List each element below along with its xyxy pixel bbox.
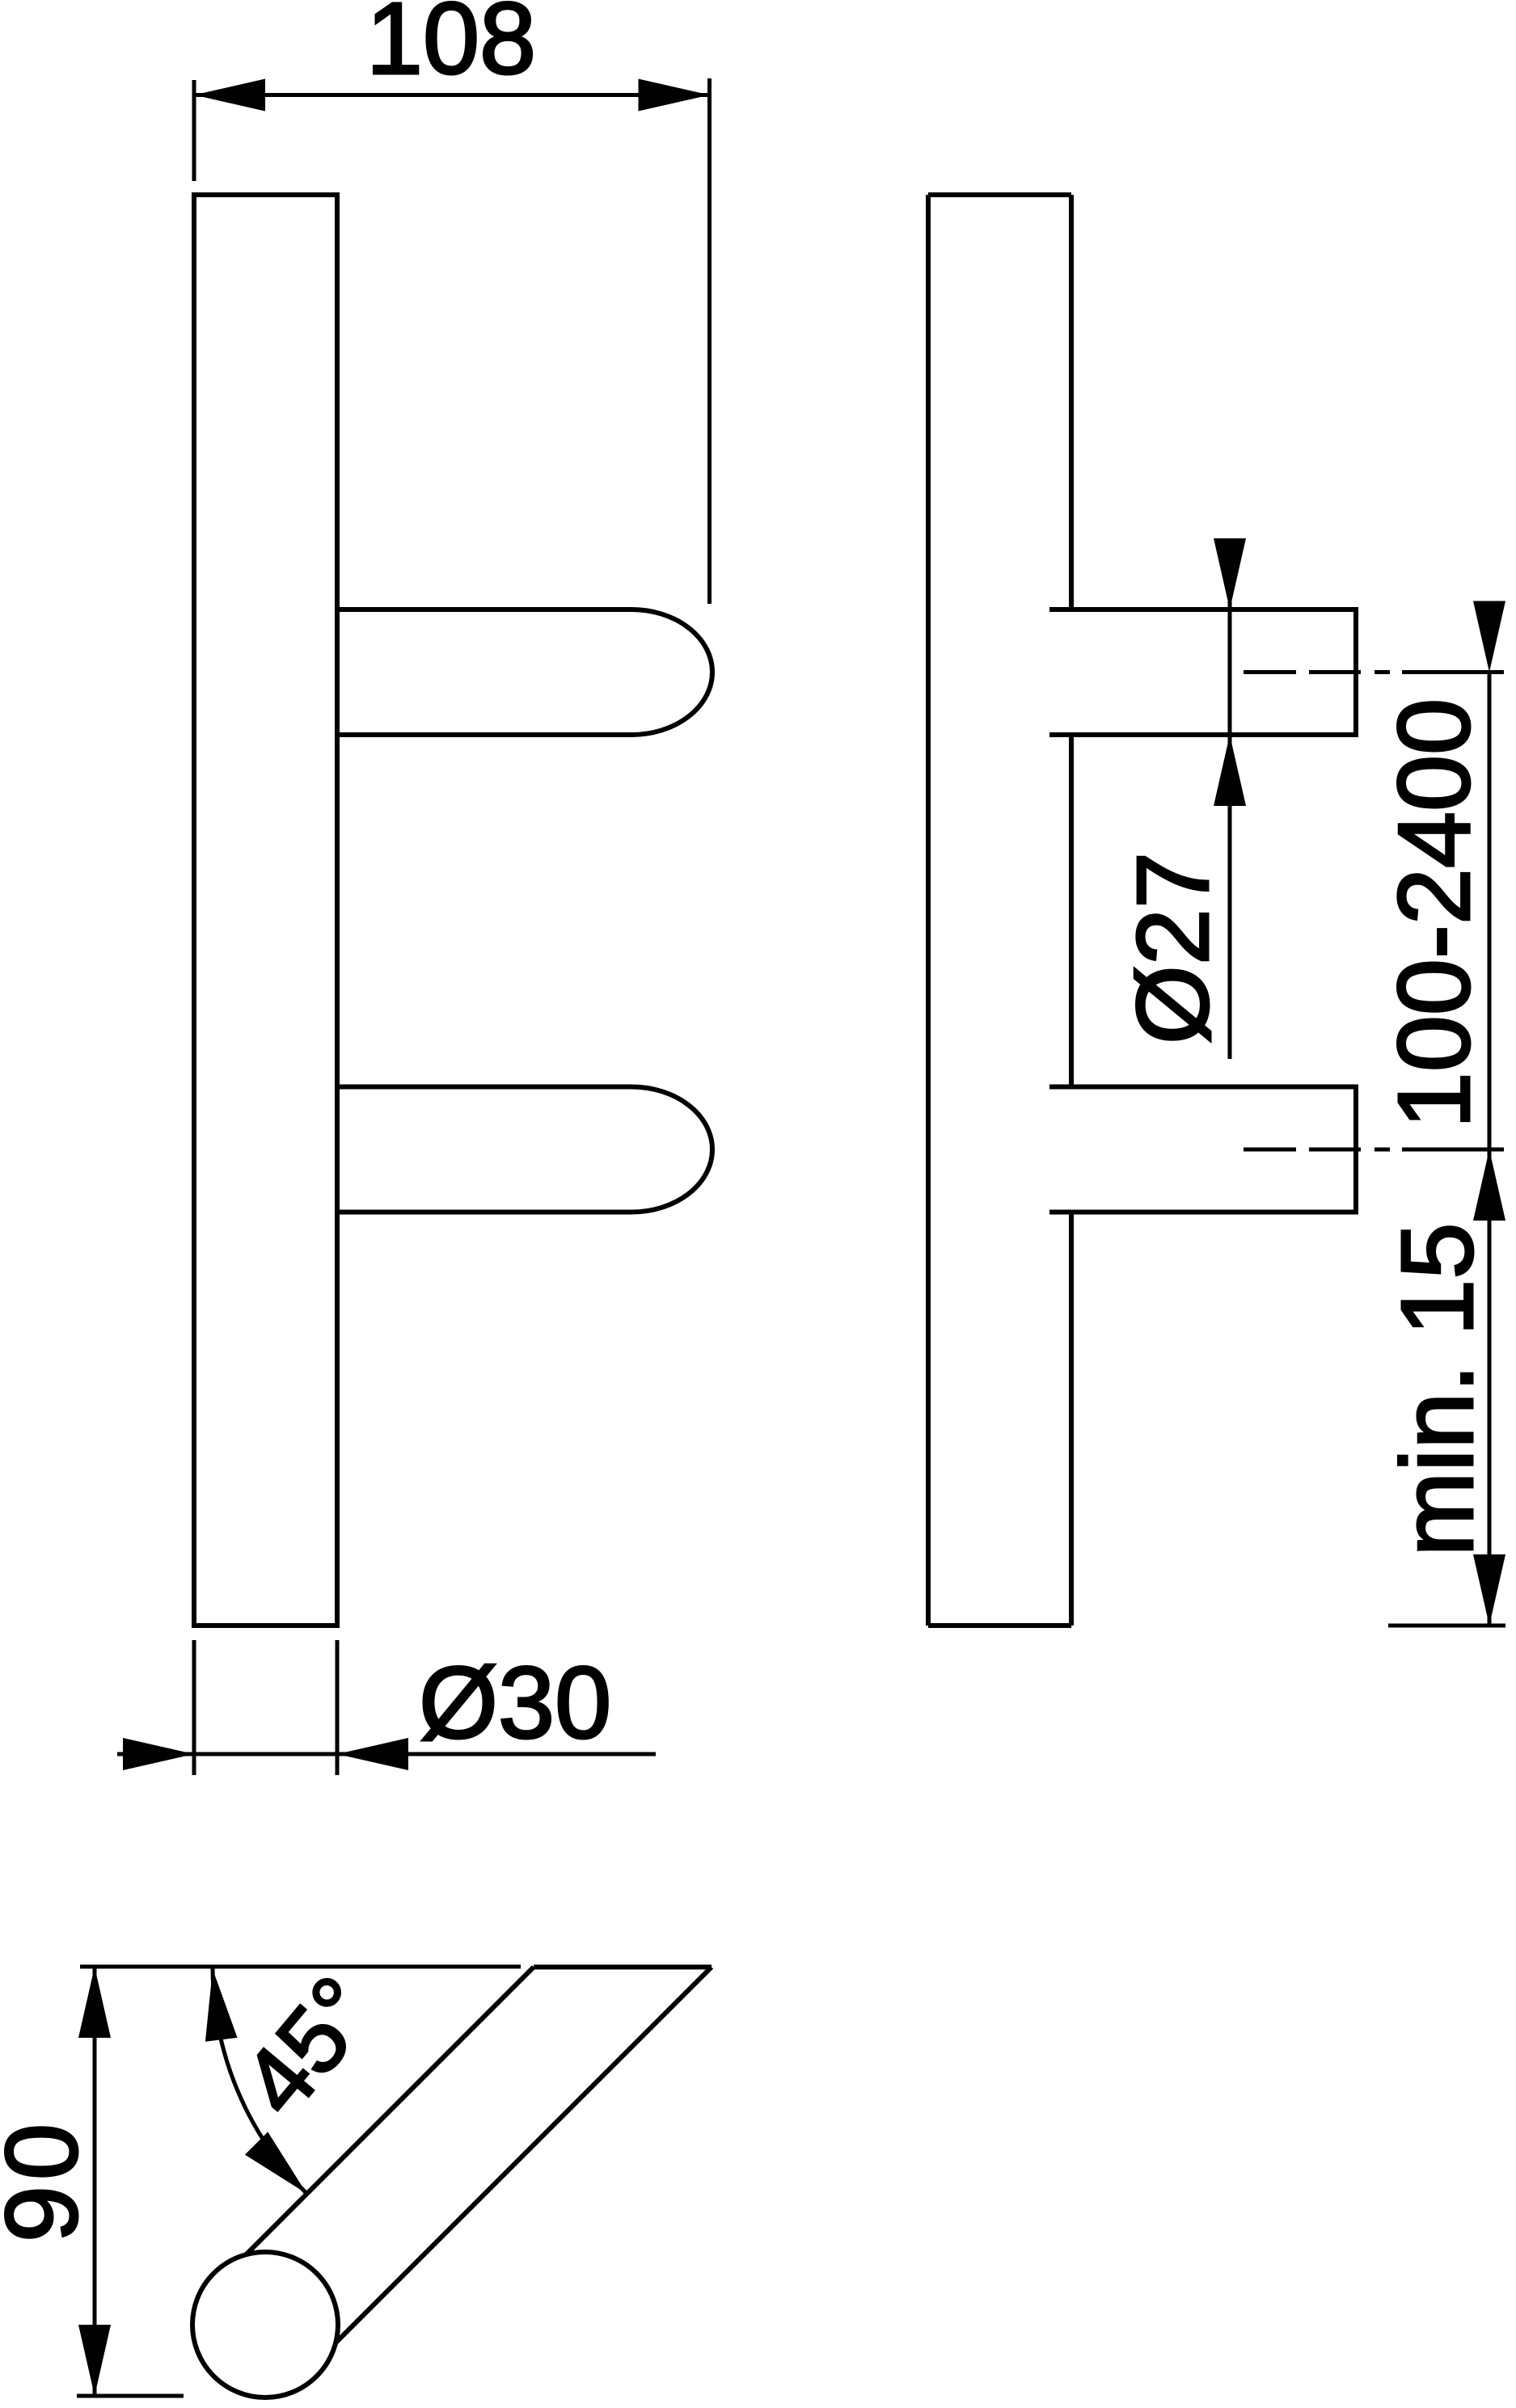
side-view: Ø27 100-2400 min. 15 [926,192,1505,1628]
dim-projection-arrow-top [78,1967,111,2038]
dim-projection-90: 90 [0,1967,184,2398]
dim-center-distance: 100-2400 min. 15 [1376,601,1505,1628]
dim-distance-arrow-mid [1473,1149,1505,1221]
detail-grip-cross-section [190,2250,340,2400]
dim-projection-label: 90 [0,2118,99,2242]
dim-grip-arrow-right [337,1738,408,1770]
dim-width-label: 108 [366,0,536,95]
dim-angle-45: 45° [205,1955,396,2195]
dim-depth-label: min. 15 [1380,1222,1494,1556]
dim-distance-arrow-top [1473,601,1505,673]
dim-projection-arrow-bottom [78,2325,111,2396]
dim-width-arrow-left [194,78,265,112]
dim-grip-label: Ø30 [419,1646,611,1760]
dim-width-108: 108 [192,0,712,604]
dim-angle-label: 45° [222,1957,395,2135]
dim-post-arrow-top [1214,538,1246,609]
dim-grip-arrow-left [123,1738,194,1770]
side-grip-bar [926,192,1074,1628]
detail-post-side-lower [334,1965,714,2345]
dim-post-diameter: Ø27 [1115,538,1246,1059]
dim-depth-arrow-bottom [1473,1554,1505,1626]
front-post-lower [337,1084,716,1215]
detail-view: 90 45° [0,1955,714,2400]
front-post-upper [337,607,716,737]
dim-width-arrow-right [638,78,710,112]
dim-angle-arrow-bottom [244,2132,307,2194]
dim-post-arrow-bottom [1214,735,1246,806]
dim-grip-diameter: Ø30 [117,1640,656,1775]
front-view: 108 Ø30 [117,0,716,1775]
dim-post-label: Ø27 [1116,852,1230,1044]
front-grip-bar [192,192,340,1628]
dim-distance-label: 100-2400 [1377,698,1491,1129]
dim-angle-arrow-top [205,1969,238,2042]
detail-post-side-upper [244,1965,536,2257]
